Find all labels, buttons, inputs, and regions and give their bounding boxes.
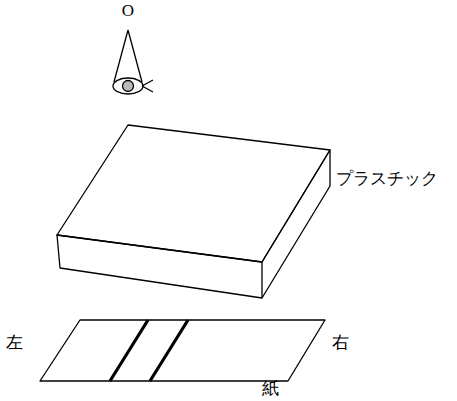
plastic-label: プラスチック: [336, 170, 438, 189]
paper-label: 紙: [262, 380, 279, 399]
paper-lines: [110, 320, 188, 381]
paper: [40, 320, 325, 381]
eye-label: O: [122, 2, 134, 21]
eye-outline: [113, 78, 143, 94]
block-front: [57, 235, 262, 298]
eye-lashes: [142, 80, 153, 92]
right-label: 右: [332, 334, 349, 353]
block-top: [57, 125, 330, 262]
eye-cone: [114, 30, 142, 82]
eye-pupil: [123, 81, 134, 92]
left-label: 左: [6, 334, 23, 353]
block-side: [262, 150, 330, 298]
